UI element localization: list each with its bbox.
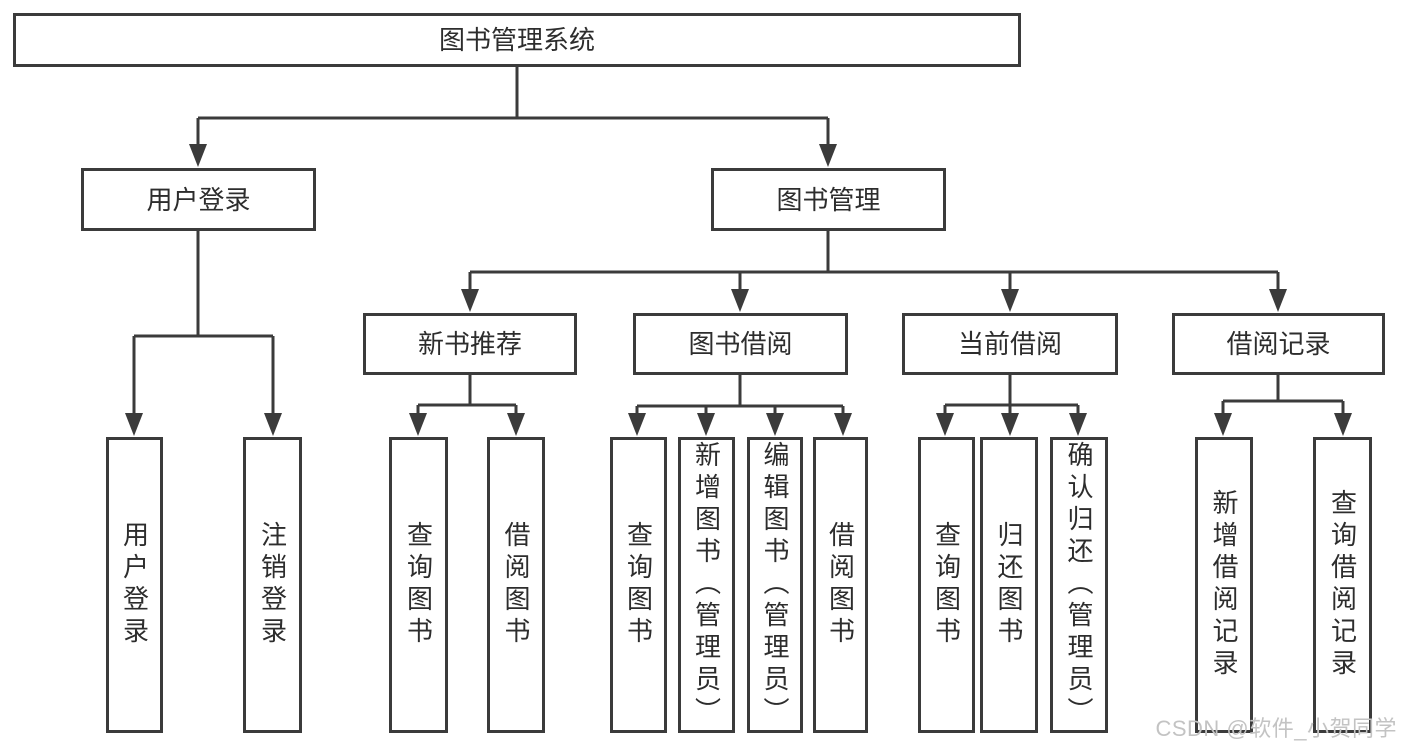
- node-current-borrow: 当前借阅: [902, 313, 1118, 375]
- node-current-confirm-return-admin: 确认归还（管理员）: [1050, 437, 1108, 733]
- node-label: 借阅记录: [1226, 329, 1331, 359]
- connector-borrow: [635, 375, 845, 415]
- node-borrow-add-books-admin: 新增图书（管理员）: [678, 437, 735, 733]
- node-borrow-query-books: 查询图书: [610, 437, 667, 733]
- node-borrow-records: 借阅记录: [1172, 313, 1385, 375]
- arrowheads: [125, 144, 1352, 436]
- node-label: 借阅图书: [825, 521, 856, 649]
- node-label: 查询图书: [931, 521, 962, 649]
- node-label: 借阅图书: [501, 521, 531, 649]
- node-label: 图书借阅: [688, 329, 793, 359]
- node-label: 图书管理系统: [438, 25, 595, 55]
- node-records-add-record: 新增借阅记录: [1195, 437, 1253, 733]
- node-current-return-books: 归还图书: [980, 437, 1038, 733]
- node-label: 查询图书: [623, 521, 654, 649]
- node-recommend-query-books: 查询图书: [389, 437, 448, 733]
- node-label: 归还图书: [994, 521, 1024, 649]
- connector-current: [943, 375, 1080, 415]
- watermark: CSDN @软件_小贺同学: [1155, 716, 1397, 741]
- node-label: 确认归还（管理员）: [1064, 441, 1094, 729]
- node-borrow-edit-books-admin: 编辑图书（管理员）: [747, 437, 803, 733]
- node-label: 新增图书（管理员）: [691, 441, 722, 729]
- node-records-query-record: 查询借阅记录: [1313, 437, 1372, 733]
- node-label: 新书推荐: [417, 329, 522, 359]
- node-label: 查询图书: [403, 521, 434, 649]
- node-label: 用户登录: [146, 184, 251, 215]
- connector-mgmt: [468, 231, 1280, 291]
- node-label: 图书管理: [776, 184, 881, 215]
- node-label: 编辑图书（管理员）: [760, 441, 790, 729]
- node-label: 当前借阅: [957, 329, 1062, 359]
- node-label: 查询借阅记录: [1327, 489, 1358, 681]
- node-label: 注销登录: [257, 521, 288, 649]
- node-current-query-books: 查询图书: [918, 437, 975, 733]
- node-user-login: 用户登录: [106, 437, 163, 733]
- connector-records: [1221, 375, 1345, 415]
- node-book-borrow: 图书借阅: [633, 313, 848, 375]
- node-label: 新增借阅记录: [1209, 489, 1239, 681]
- node-recommend-borrow-books: 借阅图书: [487, 437, 545, 733]
- node-book-mgmt-branch: 图书管理: [711, 168, 946, 231]
- node-root: 图书管理系统: [13, 13, 1021, 67]
- node-borrow-lend-books: 借阅图书: [813, 437, 868, 733]
- connector-root: [196, 67, 830, 146]
- node-label: 用户登录: [119, 521, 150, 649]
- node-logout: 注销登录: [243, 437, 302, 733]
- connector-login: [132, 231, 275, 415]
- connector-recommend: [416, 375, 518, 415]
- node-user-login-branch: 用户登录: [81, 168, 316, 231]
- node-new-book-recommend: 新书推荐: [363, 313, 577, 375]
